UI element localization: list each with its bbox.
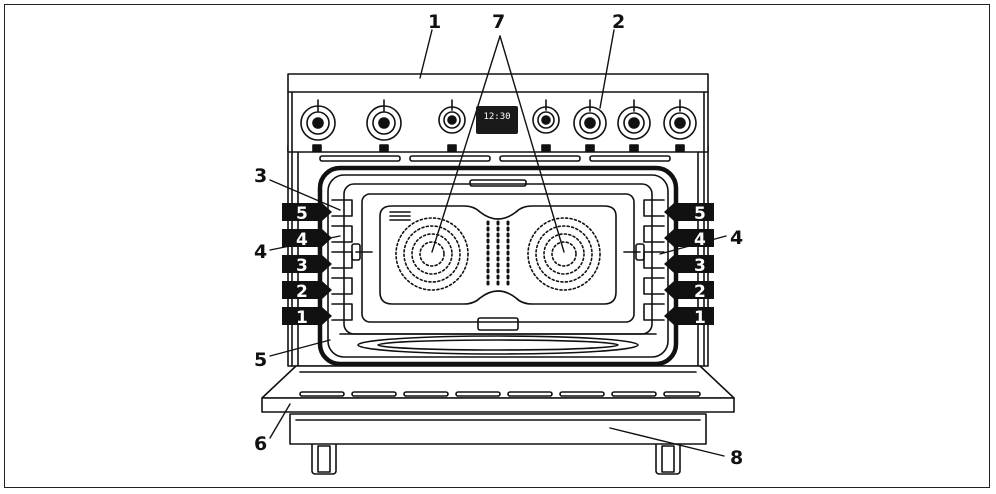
panel-vents bbox=[319, 155, 671, 162]
clock-readout: 12:30 bbox=[483, 112, 510, 122]
oven-feet bbox=[311, 439, 681, 475]
svg-text:2: 2 bbox=[296, 282, 308, 302]
shelf-tags-left: 5 4 3 2 1 bbox=[282, 203, 332, 328]
oven-cavity bbox=[339, 179, 657, 355]
svg-text:5: 5 bbox=[296, 204, 308, 224]
callout-8: 8 bbox=[730, 447, 743, 469]
svg-text:4: 4 bbox=[296, 230, 308, 250]
shelf-rails-left bbox=[331, 199, 353, 321]
svg-text:4: 4 bbox=[694, 230, 706, 250]
storage-drawer bbox=[289, 413, 707, 445]
knob-2 bbox=[366, 99, 402, 152]
knob-3 bbox=[438, 99, 466, 152]
callout-4-right: 4 bbox=[730, 227, 743, 249]
callout-2: 2 bbox=[612, 11, 625, 33]
callout-6: 6 bbox=[254, 433, 267, 455]
shelf-tag-right-1: 1 bbox=[664, 307, 714, 328]
svg-text:3: 3 bbox=[694, 256, 706, 276]
callout-5: 5 bbox=[254, 349, 267, 371]
knob-7 bbox=[663, 99, 697, 152]
svg-text:2: 2 bbox=[694, 282, 706, 302]
digital-display: 12:30 bbox=[476, 106, 518, 134]
shelf-tag-right-3: 3 bbox=[664, 255, 714, 276]
shelf-tag-left-2: 2 bbox=[282, 281, 332, 302]
shelf-tag-right-4: 4 bbox=[664, 229, 714, 250]
shelf-tag-left-5: 5 bbox=[282, 203, 332, 224]
callout-4-left: 4 bbox=[254, 241, 267, 263]
shelf-tag-right-2: 2 bbox=[664, 281, 714, 302]
svg-text:1: 1 bbox=[694, 308, 706, 328]
shelf-tag-left-3: 3 bbox=[282, 255, 332, 276]
callout-3: 3 bbox=[254, 165, 267, 187]
oven-door bbox=[261, 365, 735, 413]
knob-1 bbox=[300, 99, 336, 152]
diagram-frame bbox=[4, 4, 990, 488]
convection-fans bbox=[395, 217, 601, 291]
shelf-tag-left-4: 4 bbox=[282, 229, 332, 250]
shelf-rails-right bbox=[643, 199, 665, 321]
svg-text:3: 3 bbox=[296, 256, 308, 276]
svg-text:5: 5 bbox=[694, 204, 706, 224]
callout-1: 1 bbox=[428, 11, 441, 33]
shelf-tag-right-5: 5 bbox=[664, 203, 714, 224]
knob-6 bbox=[617, 99, 651, 152]
shelf-tag-left-1: 1 bbox=[282, 307, 332, 328]
knob-4 bbox=[532, 99, 560, 152]
callout-7: 7 bbox=[492, 11, 505, 33]
shelf-tags-right: 5 4 3 2 1 bbox=[664, 203, 714, 328]
svg-text:1: 1 bbox=[296, 308, 308, 328]
callout-leaders bbox=[269, 29, 727, 457]
knob-5 bbox=[573, 99, 607, 152]
callout-labels: 1 2 3 4 4 5 6 7 8 bbox=[254, 11, 743, 469]
control-knobs bbox=[300, 99, 697, 152]
